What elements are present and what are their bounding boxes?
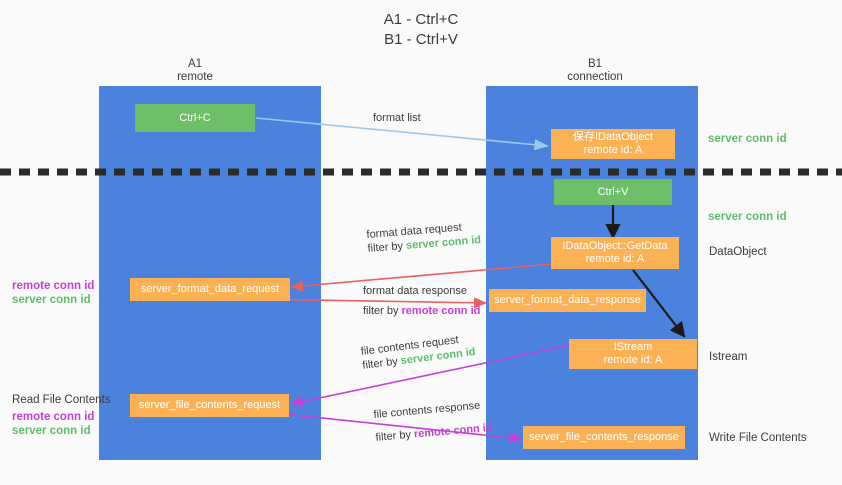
node-server-file-contents-request[interactable]: server_file_contents_request — [130, 394, 289, 417]
node-ctrl-v[interactable]: Ctrl+V — [554, 179, 672, 205]
edge-label-format-list: format list — [373, 111, 421, 125]
edge-label-file-contents-response: file contents response filter by remote … — [373, 398, 493, 445]
edge-label-fcresp-prefix: filter by — [375, 428, 415, 444]
node-server-format-data-request[interactable]: server_format_data_request — [130, 278, 290, 301]
edge-label-fcresp-key: remote conn id — [413, 421, 494, 441]
edge-label-fcreq-prefix: filter by — [361, 355, 402, 372]
lane-header-a1-title: A1 — [187, 58, 203, 70]
annotation-file-server-conn-id: server conn id — [12, 425, 91, 437]
lane-header-b1: B1 connection — [530, 58, 660, 84]
lane-header-a1: A1 remote — [130, 58, 260, 84]
node-server-file-contents-response[interactable]: server_file_contents_response — [523, 426, 685, 449]
annotation-format-remote-conn-id: remote conn id — [12, 280, 95, 292]
page-title: A1 - Ctrl+C B1 - Ctrl+V — [383, 11, 459, 48]
node-istream[interactable]: IStream remote id: A — [569, 339, 697, 369]
edge-label-fdresp-key: remote conn id — [401, 305, 481, 317]
node-save-idataobject[interactable]: 保存IDataObject remote id: A — [551, 129, 675, 159]
edge-label-fdresp-line1: format data response — [363, 285, 467, 297]
annotation-istream: Istream — [709, 351, 748, 363]
annotation-format-server-conn-id: server conn id — [12, 294, 91, 306]
annotation-dataobject: DataObject — [709, 246, 767, 258]
annotation-server-conn-id-top: server conn id — [708, 133, 787, 145]
node-ctrl-c[interactable]: Ctrl+C — [135, 104, 255, 132]
node-getdata[interactable]: IDataObject::GetData remote id: A — [551, 237, 679, 269]
edge-label-fcresp-line2: filter by remote conn id — [375, 421, 493, 445]
edge-label-format-list-line1: format list — [373, 112, 421, 124]
annotation-read-file-contents-group: Read File Contents remote conn id server… — [12, 393, 110, 438]
lane-header-b1-title: B1 — [587, 58, 603, 70]
annotation-file-remote-conn-id: remote conn id — [12, 411, 95, 423]
edge-label-format-data-response: format data response filter by remote co… — [363, 284, 480, 318]
annotation-format-conn-ids: remote conn id server conn id — [12, 279, 94, 307]
edge-label-fdresp-line2: filter by remote conn id — [363, 304, 480, 318]
node-server-format-data-response[interactable]: server_format_data_response — [489, 289, 646, 312]
lane-header-a1-subtitle: remote — [177, 71, 213, 83]
edge-label-file-contents-request: file contents request filter by server c… — [360, 331, 476, 373]
annotation-read-file-contents-heading: Read File Contents — [12, 394, 111, 406]
edge-label-fdreq-prefix: filter by — [367, 239, 407, 255]
annotation-server-conn-id-mid: server conn id — [708, 211, 787, 223]
edge-label-fdresp-prefix: filter by — [363, 305, 402, 317]
lane-header-b1-subtitle: connection — [567, 71, 623, 83]
edge-label-fcresp-line1: file contents response — [373, 399, 481, 421]
edge-label-format-data-request: format data request filter by server con… — [366, 219, 482, 256]
annotation-write-file-contents: Write File Contents — [709, 432, 807, 444]
